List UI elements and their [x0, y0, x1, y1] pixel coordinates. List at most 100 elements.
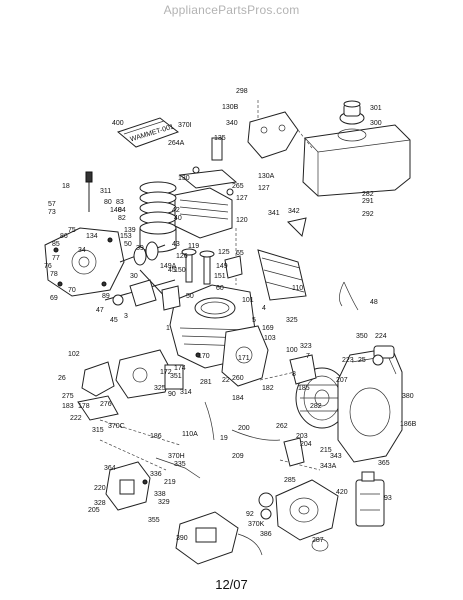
part-number-label: 126 [176, 253, 188, 260]
part-number-label: 185 [298, 385, 310, 392]
part-number-label: 328 [94, 500, 106, 507]
part-number-label: 370K [248, 521, 265, 528]
part-number-label: 182 [262, 385, 274, 392]
intake-manifold-part [77, 361, 119, 421]
piston-rings-part [139, 181, 177, 253]
part-number-label: 69 [50, 295, 58, 302]
part-number-label: 40 [174, 215, 182, 222]
part-number-label: 119 [188, 243, 199, 250]
part-number-label: 8 [292, 371, 296, 378]
part-number-label: 186 [150, 433, 162, 440]
part-number-label: 301 [370, 105, 382, 112]
part-number-label: 209 [232, 453, 244, 460]
part-number-label: 110A [182, 431, 198, 438]
part-number-label: 130 [178, 175, 190, 182]
control-assembly-part [175, 511, 263, 565]
part-number-label: 370C [108, 423, 125, 430]
part-number-label: 47 [96, 307, 104, 314]
electric-starter-part [105, 461, 151, 511]
part-number-label: 45 [110, 317, 118, 324]
part-number-label: 343 [330, 453, 342, 460]
blower-housing-part [337, 345, 403, 463]
part-number-label: 45 [168, 267, 176, 274]
part-number-label: 300 [370, 120, 382, 127]
part-number-label: 342 [288, 208, 300, 215]
crankcase-cover-part [44, 227, 125, 297]
part-number-label: 370I [178, 122, 192, 129]
part-number-label: 149A [160, 263, 177, 270]
part-number-label: 5 [252, 317, 256, 324]
part-number-label: 174 [174, 365, 186, 372]
part-number-label: 76 [44, 263, 52, 270]
part-number-label: 224 [375, 333, 387, 340]
part-number-label: 215 [320, 447, 332, 454]
part-number-label: 265 [232, 183, 244, 190]
part-number-label: 219 [164, 479, 176, 486]
dipstick-part [85, 171, 93, 212]
part-number-label: 364 [104, 465, 116, 472]
part-number-label: 30 [130, 273, 138, 280]
part-number-label: 323 [300, 343, 312, 350]
part-number-label: 90 [168, 391, 176, 398]
part-number-label: 264A [168, 140, 185, 147]
part-number-label: 282 [310, 403, 322, 410]
part-number-label: 34 [78, 247, 86, 254]
part-number-label: 130A [258, 173, 275, 180]
part-number-label: 93 [384, 495, 392, 502]
part-number-label: 25 [358, 357, 366, 364]
carburetor-part [115, 349, 184, 399]
part-number-label: 390 [176, 535, 188, 542]
part-number-label: 78 [50, 271, 58, 278]
part-number-label: 292 [362, 211, 374, 218]
cylinder-head-part [174, 169, 238, 239]
part-number-label: 92 [246, 511, 254, 518]
part-number-label: 135 [214, 135, 226, 142]
part-number-label: 262 [276, 423, 288, 430]
part-number-label: 86 [60, 233, 68, 240]
part-number-label: 75 [68, 227, 76, 234]
part-number-label: 325 [154, 385, 166, 392]
part-number-label: 315 [92, 427, 104, 434]
part-number-label: 120 [236, 217, 248, 224]
part-number-label: 101 [242, 297, 254, 304]
part-number-label: 400 [112, 120, 124, 127]
part-number-label: 298 [236, 88, 248, 95]
part-number-label: 85 [52, 241, 60, 248]
part-number-label: 203 [296, 433, 308, 440]
part-number-label: 281 [200, 379, 212, 386]
part-number-label: 329 [158, 499, 170, 506]
part-number-label: 275 [62, 393, 74, 400]
part-number-label: 370H [168, 453, 185, 460]
camshaft-part [119, 241, 215, 285]
part-number-label: 127 [236, 195, 248, 202]
part-number-label: 70 [68, 287, 76, 294]
part-number-label: 77 [52, 255, 60, 262]
part-number-label: 420 [336, 489, 348, 496]
part-number-label: 170 [198, 353, 210, 360]
part-number-label: 4 [262, 305, 266, 312]
part-number-label: 276 [100, 401, 112, 408]
part-number-label: 65 [236, 250, 244, 257]
part-number-label: 150 [174, 267, 186, 274]
part-number-label: 127 [258, 185, 270, 192]
part-number-label: 139 [124, 227, 136, 234]
part-number-label: 186B [400, 421, 417, 428]
part-number-label: 50 [186, 293, 194, 300]
part-number-label: 19 [220, 435, 228, 442]
part-number-label: 82 [118, 215, 126, 222]
part-number-label: 200 [238, 425, 250, 432]
part-number-label: 140 [110, 207, 122, 214]
part-number-label: 386 [260, 531, 272, 538]
part-number-label: 73 [48, 209, 56, 216]
part-number-label: 338 [154, 491, 166, 498]
part-number-label: 172 [160, 369, 172, 376]
part-number-label: 311 [100, 188, 111, 195]
side-cover-part [221, 325, 269, 387]
part-number-label: 178 [78, 403, 90, 410]
part-number-label: 7 [306, 353, 310, 360]
part-number-label: 1 [166, 325, 170, 332]
part-number-label: 26 [58, 375, 66, 382]
